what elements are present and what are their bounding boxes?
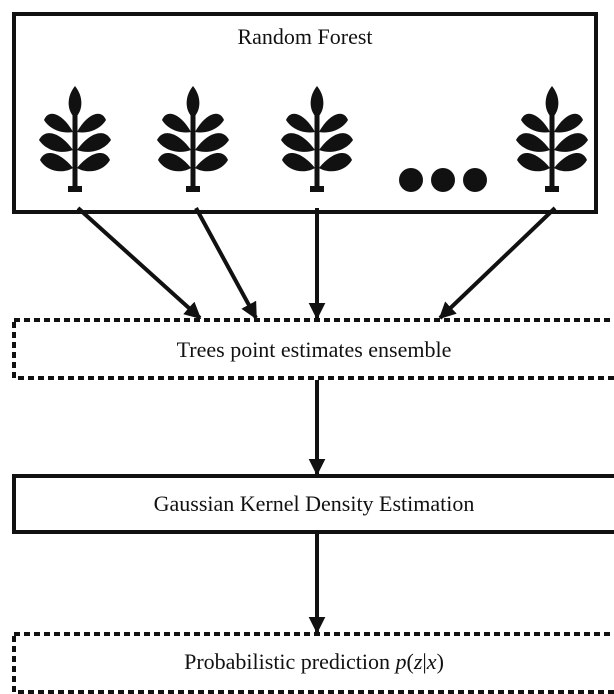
tree-icon-1 <box>39 86 111 192</box>
prediction-formula-z: z <box>413 649 423 674</box>
arrow-tree1-to-ensemble <box>76 206 202 320</box>
prediction-formula-bar: | <box>422 649 427 674</box>
arrow-tree4-to-ensemble <box>438 206 557 320</box>
kde-box <box>12 474 614 534</box>
tree-icon-2 <box>157 86 229 192</box>
arrow-tree2-to-ensemble <box>194 207 258 320</box>
prediction-formula-p: p <box>395 649 407 674</box>
three-dots-icon <box>399 168 487 192</box>
prediction-formula-open-paren: ( <box>406 649 414 674</box>
prediction-label-text: Probabilistic prediction <box>184 649 396 674</box>
random-forest-box <box>12 12 598 214</box>
prediction-label: Probabilistic prediction p(z|x) <box>14 649 614 675</box>
prediction-formula-close-paren: ) <box>436 649 444 674</box>
prediction-box <box>12 632 614 694</box>
ensemble-label: Trees point estimates ensemble <box>176 337 452 362</box>
prediction-formula-x: x <box>426 649 437 674</box>
random-forest-title: Random Forest <box>237 24 373 49</box>
kde-label: Gaussian Kernel Density Estimation <box>153 491 475 516</box>
tree-icon-4 <box>516 86 588 192</box>
tree-icon-3 <box>281 86 353 192</box>
ensemble-box <box>12 318 614 380</box>
